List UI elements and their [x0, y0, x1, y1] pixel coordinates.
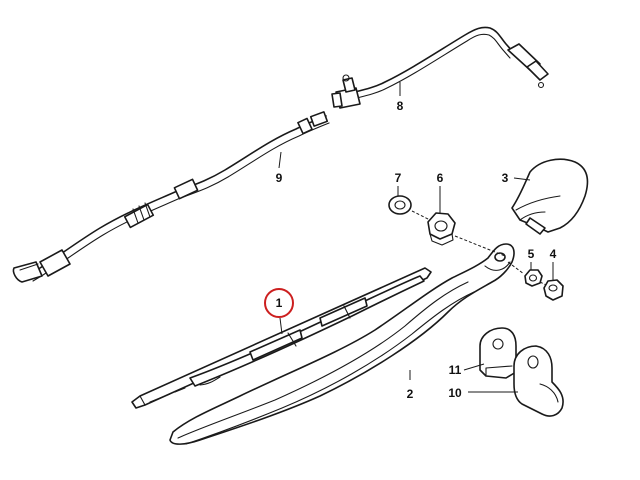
bracket-small — [479, 327, 517, 379]
callout-4: 4 — [550, 247, 557, 261]
leader-lines — [278, 82, 554, 393]
highlight-circle — [264, 288, 294, 318]
hex-nut-large — [427, 212, 456, 246]
callout-1: 1 — [276, 296, 283, 310]
callout-9: 9 — [276, 171, 283, 185]
callout-5: 5 — [528, 247, 535, 261]
washer — [388, 195, 412, 215]
small-nut — [524, 269, 543, 287]
washer-hose-lower — [12, 111, 330, 283]
cap-nut — [543, 279, 564, 301]
callout-10: 10 — [448, 386, 462, 400]
callout-2: 2 — [407, 387, 414, 401]
washer-hose-upper — [331, 26, 549, 109]
callout-7: 7 — [395, 171, 402, 185]
cover-cap — [511, 158, 589, 235]
callout-8: 8 — [397, 99, 404, 113]
wiper-blade — [131, 267, 432, 409]
wiper-arm — [169, 243, 515, 445]
callout-11: 11 — [449, 363, 462, 377]
bracket-large — [513, 345, 564, 417]
callout-labels: 1 2 3 4 5 6 7 8 9 10 11 — [264, 99, 557, 401]
callout-6: 6 — [437, 171, 444, 185]
assembly-lines — [411, 210, 547, 286]
callout-3: 3 — [502, 171, 509, 185]
